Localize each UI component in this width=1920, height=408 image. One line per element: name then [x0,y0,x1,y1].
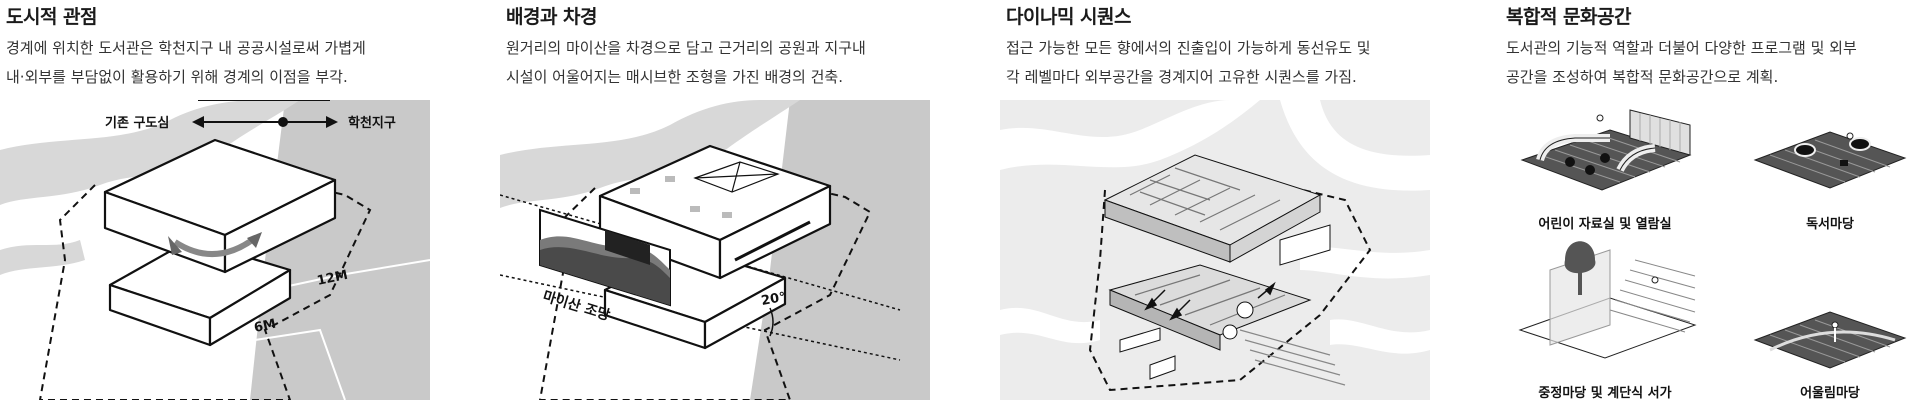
program-gathering-yard [1753,311,1907,369]
arrow-center-dot [278,117,288,127]
panel-title: 복합적 문화공간 [1506,6,1631,28]
sequence-diagram [1000,100,1430,400]
urban-diagram [0,100,430,400]
program-label-courtyard: 중정마당 및 계단식 서가 [1538,385,1671,401]
desc-line-1: 원거리의 마이산을 차경으로 담고 근거리의 공원과 지구내 [506,39,866,57]
panel-urban-perspective: 도시적 관점 경계에 위치한 도서관은 학천지구 내 공공시설로써 가볍게 내·… [0,0,440,408]
lower-floor [1108,264,1312,351]
panel-title: 배경과 차경 [506,6,598,28]
program-courtyard-stairs [1518,241,1697,359]
upper-floor [1103,154,1322,263]
program-children-room [1520,109,1692,191]
label-maisan-view: 마이산 조망 [541,288,612,325]
view-diagram [500,100,930,400]
view-overlay: 마이산 조망 20° [541,288,787,325]
river-shapes [500,100,800,208]
stair-ramp [1239,329,1346,386]
label-hakcheon: 학천지구 [348,115,396,131]
site-boundary [38,174,372,400]
desc-line-1: 도서관의 기능적 역할과 더불어 다양한 프로그램 및 외부 [1506,39,1857,57]
roof-details [630,161,811,262]
site-boundary [1088,174,1372,392]
arrow-right-head [326,116,338,128]
arrow-left-head [192,116,204,128]
panel-cultural-space: 복합적 문화공간 도서관의 기능적 역할과 더불어 다양한 프로그램 및 외부 … [1500,0,1920,408]
panel-description: 원거리의 마이산을 차경으로 담고 근거리의 공원과 지구내 시설이 어울어지는… [506,34,866,92]
panel-description: 접근 가능한 모든 향에서의 진출입이 가능하게 동선유도 및 각 레벨마다 외… [1006,34,1371,92]
desc-line-2: 공간을 조성하여 복합적 문화공간으로 계획. [1506,68,1779,86]
panel-background-borrowed-view: 배경과 차경 원거리의 마이산을 차경으로 담고 근거리의 공원과 지구내 시설… [500,0,940,408]
label-height-6m: 6M [253,317,278,336]
program-reading-yard [1753,131,1907,189]
desc-line-1: 경계에 위치한 도서관은 학천지구 내 공공시설로써 가볍게 [6,39,366,57]
wall-fragments [1119,224,1331,380]
panel-description: 경계에 위치한 도서관은 학천지구 내 공공시설로써 가볍게 내·외부를 부담없… [6,34,366,92]
label-view-angle: 20° [760,290,787,309]
label-height-12m: 12M [316,268,349,289]
program-diagrams: 어린이 자료실 및 열람실 독서마당 [1518,109,1907,401]
urban-overlay: 기존 구도심 학천지구 12M 6M [105,115,396,336]
program-label-gathering-yard: 어울림마당 [1800,385,1860,401]
desc-line-2: 내·외부를 부담없이 활용하기 위해 경계의 이점을 부각. [6,68,348,86]
desc-line-2: 각 레벨마다 외부공간을 경계지어 고유한 시퀀스를 가짐. [1006,68,1357,86]
upper-volume [103,138,337,274]
panel-description: 도서관의 기능적 역할과 더불어 다양한 프로그램 및 외부 공간을 조성하여 … [1506,34,1857,92]
program-label-reading-yard: 독서마당 [1806,216,1854,232]
program-label-children: 어린이 자료실 및 열람실 [1538,216,1671,232]
panel-dynamic-sequence: 다이나믹 시퀀스 접근 가능한 모든 향에서의 진출입이 가능하게 동선유도 및… [1000,0,1440,408]
park-paths [1000,100,1430,354]
rotation-arrow [168,232,262,257]
angle-arc [769,307,774,337]
desc-line-2: 시설이 어울어지는 매시브한 조형을 가진 배경의 건축. [506,68,843,86]
panel-title: 도시적 관점 [6,6,98,28]
mountain-panorama [539,208,671,307]
desc-line-1: 접근 가능한 모든 향에서의 진출입이 가능하게 동선유도 및 [1006,39,1371,57]
label-old-downtown: 기존 구도심 [105,115,169,131]
panel-title: 다이나믹 시퀀스 [1006,6,1131,28]
entry-arrows [1144,281,1276,321]
